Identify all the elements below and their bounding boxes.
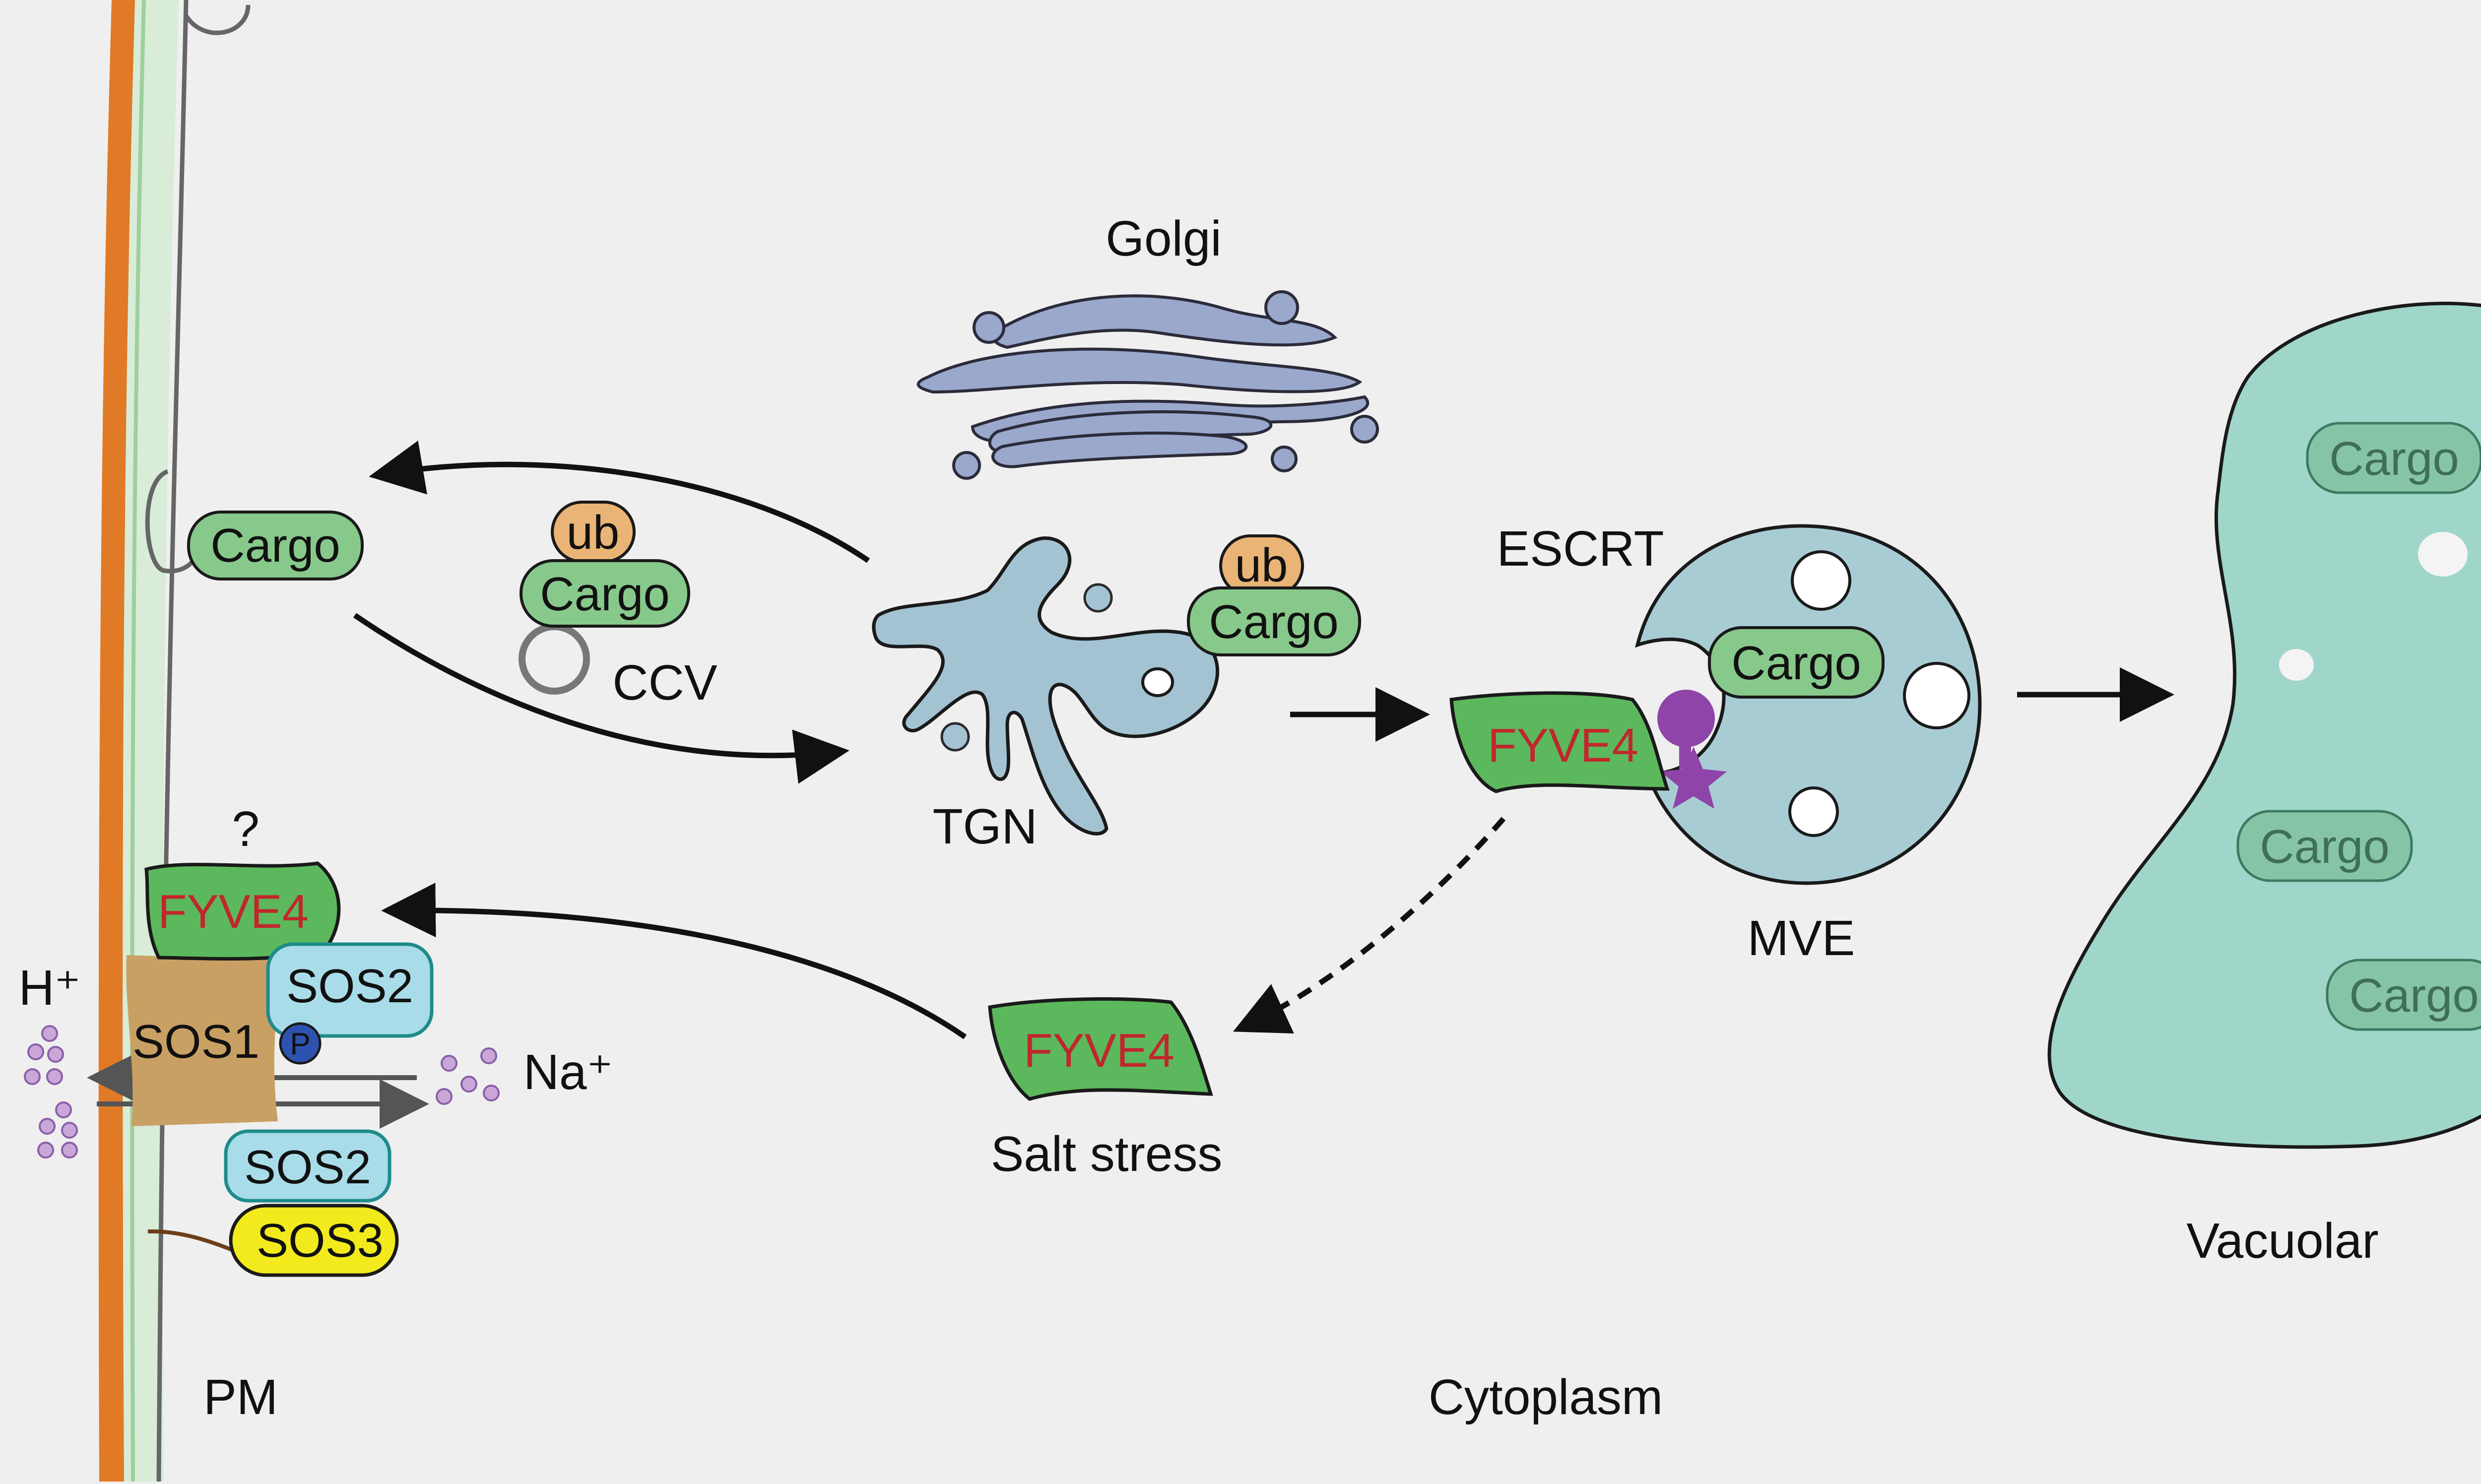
- arrow-tgn-to-pm: [369, 441, 870, 563]
- cargo-box-vacuole-2: [2236, 810, 2413, 882]
- cargo-label-vacuole-3: Cargo: [2349, 969, 2479, 1022]
- ccv-label: CCV: [612, 655, 717, 710]
- vacuole-vesicle: [2418, 532, 2468, 577]
- fyve4-label-mve: FYVE4: [1488, 719, 1638, 772]
- sos2-label-top: SOS2: [286, 960, 413, 1013]
- sos3-box: [229, 1204, 399, 1277]
- cargo-label-vacuole-1: Cargo: [2329, 432, 2459, 485]
- escrt-complex: [1657, 690, 1727, 809]
- cargo-box-vacuole-3: [2326, 959, 2481, 1031]
- phosphate-circle: [279, 1022, 322, 1065]
- ub-label-tgn: ub: [1235, 539, 1288, 592]
- cargo-box-vacuole-1: [2306, 422, 2481, 494]
- question-mark: ?: [232, 801, 260, 857]
- fyve4-label-cytoplasm: FYVE4: [1024, 1024, 1175, 1077]
- h-ion-dots: [24, 1025, 78, 1159]
- sos3-label: SOS3: [257, 1214, 384, 1267]
- sos1-transporter: [126, 955, 278, 1126]
- cargo-box-tgn: [1187, 586, 1361, 656]
- h-ion-label: H⁺: [19, 960, 81, 1016]
- cargo-box-mve: [1708, 626, 1885, 699]
- vacuole-vesicle: [2279, 649, 2314, 681]
- cargo-box-pm: [187, 511, 364, 581]
- mve-label: MVE: [1748, 910, 1855, 966]
- phosphate-label: P: [290, 1027, 310, 1061]
- golgi-stack: [916, 290, 1379, 480]
- cargo-label-mve: Cargo: [1731, 637, 1861, 690]
- cargo-box-ccv: [520, 559, 690, 628]
- arrow-pm-to-tgn: [353, 613, 849, 784]
- escrt-label: ESCRT: [1497, 521, 1664, 577]
- tgn-organelle: [872, 536, 1220, 836]
- cargo-label-pm: Cargo: [210, 519, 340, 572]
- plasma-membrane-line: [156, 0, 189, 1482]
- sos2-box-top: [266, 942, 434, 1038]
- cell-wall-edge: [130, 0, 146, 1482]
- na-ion-label: Na⁺: [523, 1044, 613, 1100]
- cargo-label-ccv: Cargo: [540, 568, 669, 621]
- sos1-label: SOS1: [132, 1015, 260, 1068]
- cell-wall: [98, 0, 135, 1482]
- arrow-fyve4-to-pm: [381, 883, 967, 1039]
- tgn-label: TGN: [932, 799, 1037, 854]
- sos2-box-bottom: [224, 1129, 392, 1203]
- sos2-label-bottom: SOS2: [244, 1141, 371, 1194]
- fyve4-shape-cytoplasm: [988, 997, 1213, 1101]
- cytoplasm-label: Cytoplasm: [1429, 1369, 1663, 1425]
- arrow-fyve4-salt-stress: [1233, 817, 1506, 1034]
- salt-stress-label: Salt stress: [991, 1126, 1223, 1182]
- cargo-label-vacuole-2: Cargo: [2260, 820, 2389, 873]
- membrane-bud-top: [184, 4, 251, 35]
- na-ion-dots: [436, 1047, 500, 1105]
- golgi-label: Golgi: [1106, 211, 1221, 266]
- cargo-label-tgn: Cargo: [1209, 595, 1338, 648]
- sos3-anchor: [147, 1229, 234, 1252]
- fyve4-label-pm: FYVE4: [158, 885, 309, 938]
- mve-organelle: [1635, 524, 1982, 885]
- vacuolar-label: Vacuolar: [2186, 1213, 2378, 1269]
- pm-label: PM: [203, 1369, 278, 1425]
- ub-label-ccv: ub: [567, 506, 620, 559]
- fyve4-shape-mve: [1449, 691, 1670, 793]
- vacuole: [2047, 302, 2481, 1149]
